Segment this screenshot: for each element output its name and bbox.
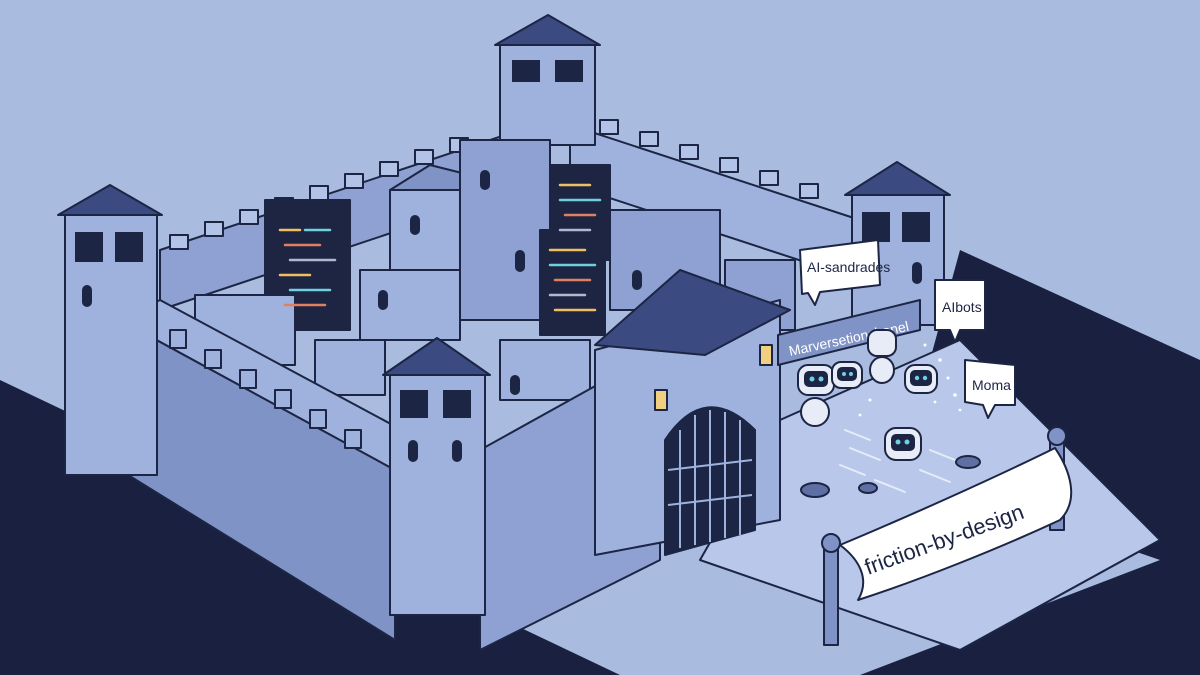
speech-bubble-1: AI-sandrades [799,239,890,306]
lantern-icon [654,344,773,411]
code-panel-lines [278,183,602,312]
rocks [800,455,981,498]
tower-right [844,161,951,326]
speech-bubble-3: Moma [964,359,1016,419]
speech-bubble-2: AIbots [934,279,986,343]
robot-icon [797,364,835,427]
speech-bubble-2-text: AIbots [942,299,982,315]
robot-icon [884,427,922,461]
sparkle-particles [858,343,962,417]
speech-bubble-3-text: Moma [972,377,1011,393]
tower-left [57,184,163,476]
robot-icon [831,361,863,389]
speech-bubble-1-text: AI-sandrades [807,259,890,275]
banner-post-left [821,533,841,646]
gate-icon [664,406,756,556]
light-streaks [839,429,961,493]
robot-icon [867,329,897,384]
tower-back-center [494,14,601,146]
windows [378,170,642,395]
tower-front [382,337,491,616]
gatehouse-roof [594,269,791,356]
robot-icon [904,364,938,394]
